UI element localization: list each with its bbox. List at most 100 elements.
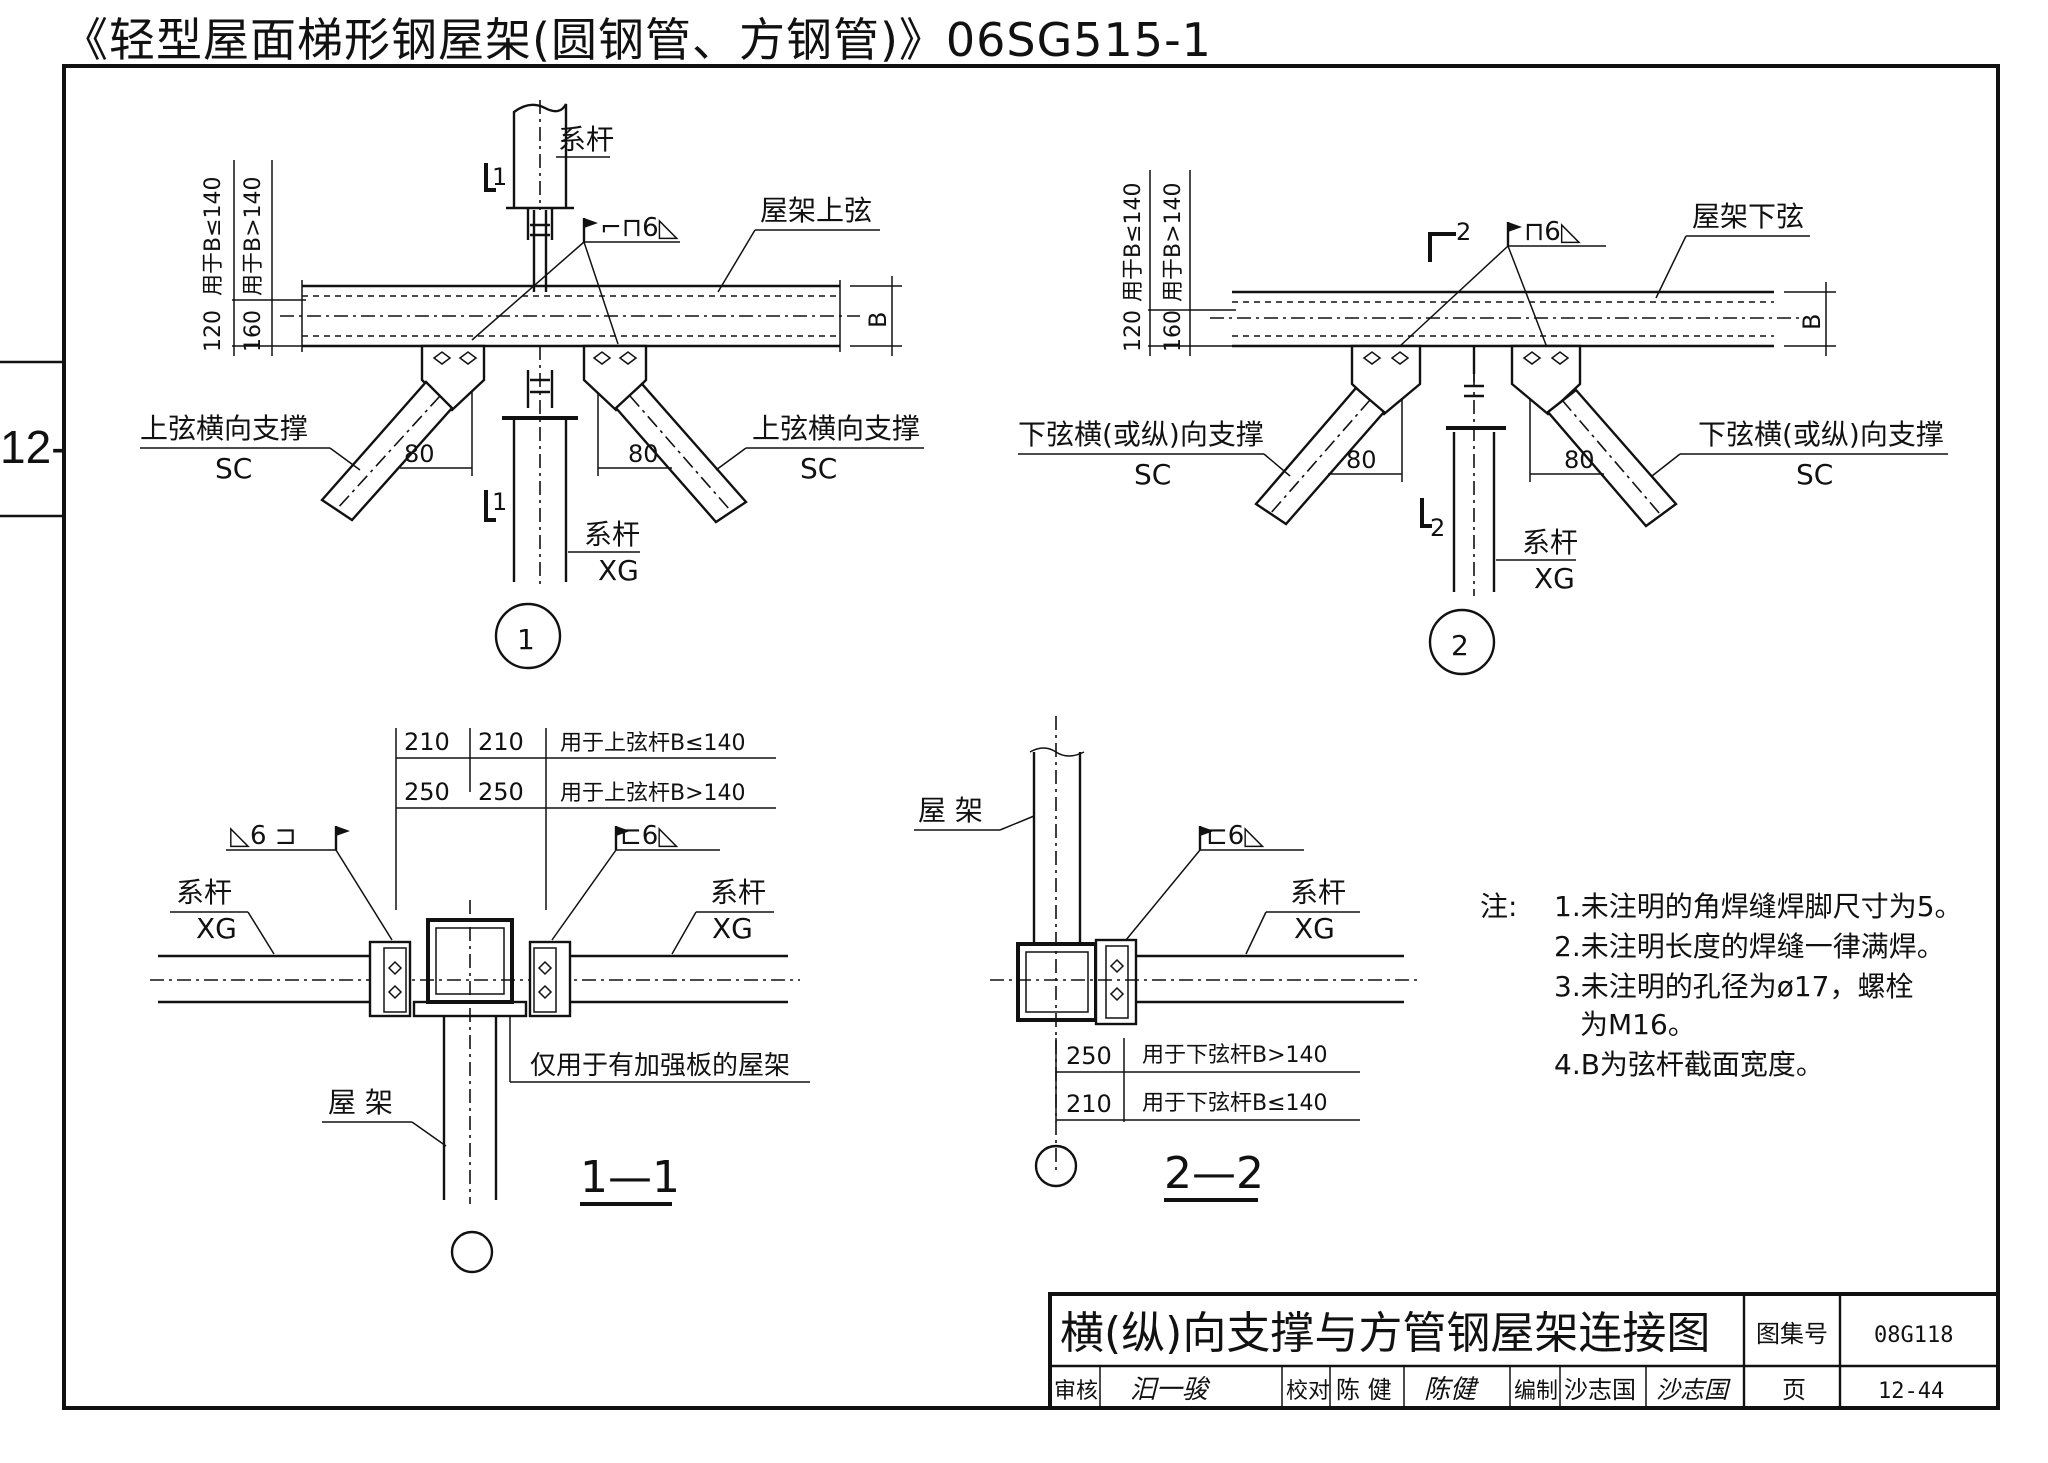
note-210-2-2: 用于下弦杆B≤140 — [1142, 1091, 1328, 1116]
dim-160-1: 160 — [241, 310, 266, 352]
tie-right-code: XG — [712, 912, 753, 945]
tie-rod-bottom-1-label: 系杆 — [584, 518, 640, 551]
dim-80-right-2: 80 — [1564, 446, 1595, 474]
top-chord — [280, 280, 860, 352]
weld-symbol-1-label: ⌐⊓6◺ — [600, 213, 679, 243]
detail-1: 系杆 1 屋架上弦 ⌐⊓6◺ B — [140, 100, 924, 670]
tie-rod-top — [506, 100, 574, 292]
sheet-frame — [62, 64, 2000, 1410]
atlas-label: 图集号 — [1756, 1320, 1828, 1348]
truss-label-2-2: 屋 架 — [918, 794, 983, 827]
dim-80-left-2: 80 — [1346, 446, 1377, 474]
detail-2-number: 2 — [1451, 629, 1469, 662]
brace-left-1-code: SC — [215, 452, 252, 485]
weld-1-1-right: ⊏6◺ — [620, 821, 678, 851]
edit-signature: 沙志国 — [1656, 1376, 1731, 1404]
tie-rod-bottom-1 — [502, 346, 578, 586]
tie-right-label: 系杆 — [710, 876, 766, 909]
dim-120-2: 120 — [1121, 310, 1146, 352]
brace-right-2-label: 下弦横(或纵)向支撑 — [1698, 418, 1944, 451]
brace-right-1-label: 上弦横向支撑 — [752, 412, 920, 445]
note-3-cont: 为M16。 — [1580, 1008, 1696, 1041]
section-1-1-circle — [450, 1230, 494, 1274]
section-mark-1-top-label: 1 — [492, 163, 507, 191]
detail-1-circle — [494, 602, 562, 670]
section-2-2-title: 2—2 — [1164, 1148, 1264, 1199]
edit-label: 编制 — [1514, 1379, 1558, 1404]
section-mark-2-bottom-label: 2 — [1430, 514, 1445, 542]
note-4: 4.B为弦杆截面宽度。 — [1554, 1048, 1824, 1081]
edit-name: 沙志国 — [1564, 1376, 1636, 1404]
brace-left-2 — [1254, 386, 1386, 526]
dim-160-2: 160 — [1161, 310, 1186, 352]
section-1-1-title: 1—1 — [580, 1152, 680, 1203]
bottom-chord-label: 屋架下弦 — [1692, 200, 1804, 233]
note-1: 1.未注明的角焊缝焊脚尺寸为5。 — [1554, 890, 1963, 923]
brace-left-1-label: 上弦横向支撑 — [140, 412, 308, 445]
review-signature: 汩一骏 — [1130, 1375, 1211, 1405]
drawing-title: 横(纵)向支撑与方管钢屋架连接图 — [1060, 1308, 1710, 1359]
brace-right-1 — [614, 382, 748, 524]
notes: 注: 1.未注明的角焊缝焊脚尺寸为5。 2.未注明长度的焊缝一律满焊。 3.未注… — [1480, 890, 1963, 1081]
weld-2-2: ⊏6◺ — [1206, 821, 1264, 851]
detail-1-number: 1 — [517, 623, 535, 656]
atlas-number: 08G118 — [1874, 1323, 1953, 1348]
dim-120-note-2: 用于B≤140 — [1121, 182, 1146, 302]
brace-left-1 — [320, 380, 454, 522]
dim-250-right: 250 — [478, 778, 524, 806]
weld-symbol-2-label: ⊓6◺ — [1524, 217, 1581, 247]
review-label: 审核 — [1054, 1379, 1098, 1404]
dim-210-right: 210 — [478, 728, 524, 756]
page-number: 12-44 — [1878, 1379, 1944, 1404]
dim-b-2: B — [1798, 314, 1826, 330]
tie-rod-2-label: 系杆 — [1522, 526, 1578, 559]
dim-250-2-2: 250 — [1066, 1042, 1112, 1070]
note-3: 3.未注明的孔径为ø17，螺栓 — [1554, 970, 1913, 1003]
dim-120-1: 120 — [201, 310, 226, 352]
dim-80-left-1: 80 — [404, 440, 435, 468]
tie-rod-bottom-1-code: XG — [598, 554, 639, 587]
section-1-1: 210 210 用于上弦杆B≤140 250 250 用于上弦杆B>140 — [150, 728, 810, 1274]
section-mark-2-top — [1428, 232, 1456, 262]
section-2-2: 屋 架 ⊏6◺ 系杆 XG 250 用于下弦杆B>140 210 用于下弦杆B≤… — [914, 716, 1420, 1202]
truss-label-1-1: 屋 架 — [328, 1086, 393, 1119]
note-210: 用于上弦杆B≤140 — [560, 731, 746, 756]
document-header: 《轻型屋面梯形钢屋架(圆钢管、方钢管)》06SG515-1 — [62, 13, 1212, 67]
section-mark-2-top-label: 2 — [1456, 218, 1471, 246]
tie-2-2-code: XG — [1294, 912, 1335, 945]
bottom-chord — [1210, 290, 1800, 348]
top-chord-label: 屋架上弦 — [760, 194, 872, 227]
check-name: 陈 健 — [1336, 1376, 1392, 1404]
page-side-mark: 12- — [0, 421, 67, 473]
notes-label: 注: — [1480, 890, 1517, 923]
dim-b-1: B — [864, 312, 892, 328]
detail-2: 2 屋架下弦 ⊓6◺ B 120 用于B≤140 160 用于B> — [1018, 170, 1948, 676]
dim-120-note-1: 用于B≤140 — [201, 176, 226, 296]
weld-symbol-1 — [471, 218, 680, 345]
detail-2-circle — [1428, 608, 1496, 676]
brace-right-2-code: SC — [1796, 458, 1833, 491]
stiffener-note: 仅用于有加强板的屋架 — [530, 1051, 790, 1081]
tie-left-code: XG — [196, 912, 237, 945]
brace-left-2-code: SC — [1134, 458, 1171, 491]
check-label: 校对 — [1286, 1379, 1330, 1404]
section-mark-2-bottom — [1420, 498, 1432, 528]
check-signature: 陈健 — [1424, 1375, 1480, 1405]
tie-2-2-label: 系杆 — [1290, 876, 1346, 909]
title-block: 横(纵)向支撑与方管钢屋架连接图 图集号 08G118 审核 汩一骏 校对 陈 … — [1048, 1292, 2000, 1410]
dim-80-right-1: 80 — [628, 440, 659, 468]
section-2-2-circle — [1034, 1144, 1078, 1188]
dim-160-note-2: 用于B>140 — [1161, 182, 1186, 302]
weld-1-1-left: ◺6 ⊐ — [230, 821, 297, 851]
note-250-2-2: 用于下弦杆B>140 — [1142, 1043, 1328, 1068]
tie-rod-2-code: XG — [1534, 562, 1575, 595]
brace-right-1-code: SC — [800, 452, 837, 485]
weld-symbol-2 — [1399, 222, 1606, 351]
dim-160-note-1: 用于B>140 — [241, 176, 266, 296]
brace-right-2 — [1546, 388, 1678, 528]
section-mark-1-bottom-label: 1 — [492, 488, 507, 516]
brace-left-2-label: 下弦横(或纵)向支撑 — [1018, 418, 1264, 451]
tie-rod-2 — [1446, 346, 1506, 596]
note-250: 用于上弦杆B>140 — [560, 781, 746, 806]
